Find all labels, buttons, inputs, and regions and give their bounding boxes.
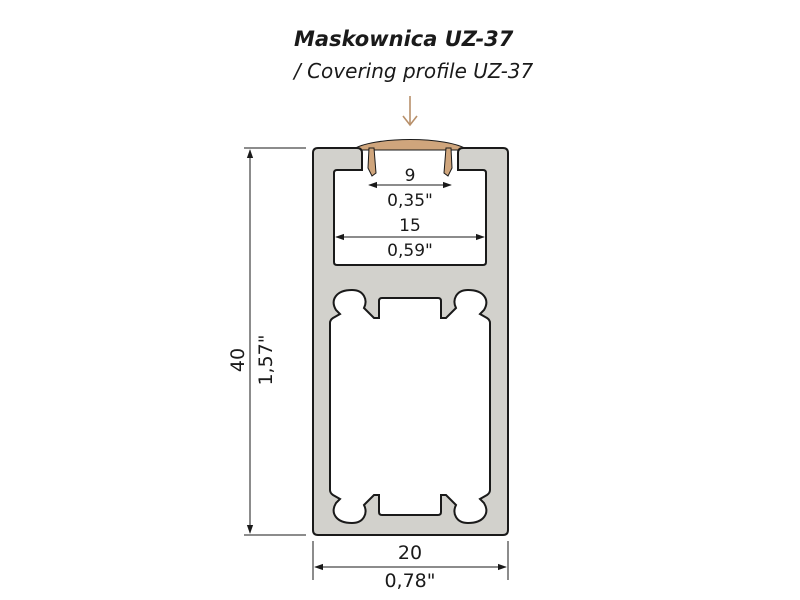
dim-label-20-mm: 20 <box>398 542 422 564</box>
dim-label-9-in: 0,35" <box>387 191 433 211</box>
dim-label-15-in: 0,59" <box>387 241 433 261</box>
aluminium-profile-body <box>312 147 509 536</box>
subtitle: / Covering profile UZ-37 <box>292 59 534 83</box>
dimension-40: 40 1,57" <box>227 147 306 536</box>
dim-label-40-in: 1,57" <box>255 334 277 385</box>
dimension-9: 9 0,35" <box>368 166 452 211</box>
dim-label-9-mm: 9 <box>405 166 416 186</box>
dim-label-20-in: 0,78" <box>384 570 435 592</box>
dim-label-15-mm: 15 <box>399 216 421 236</box>
title: Maskownica UZ-37 <box>294 27 514 51</box>
dim-label-40-mm: 40 <box>227 348 249 372</box>
down-arrow-icon <box>402 96 418 127</box>
dimension-20: 20 0,78" <box>312 541 509 592</box>
dimension-15: 15 0,59" <box>335 216 485 261</box>
covering-profile <box>350 139 470 177</box>
